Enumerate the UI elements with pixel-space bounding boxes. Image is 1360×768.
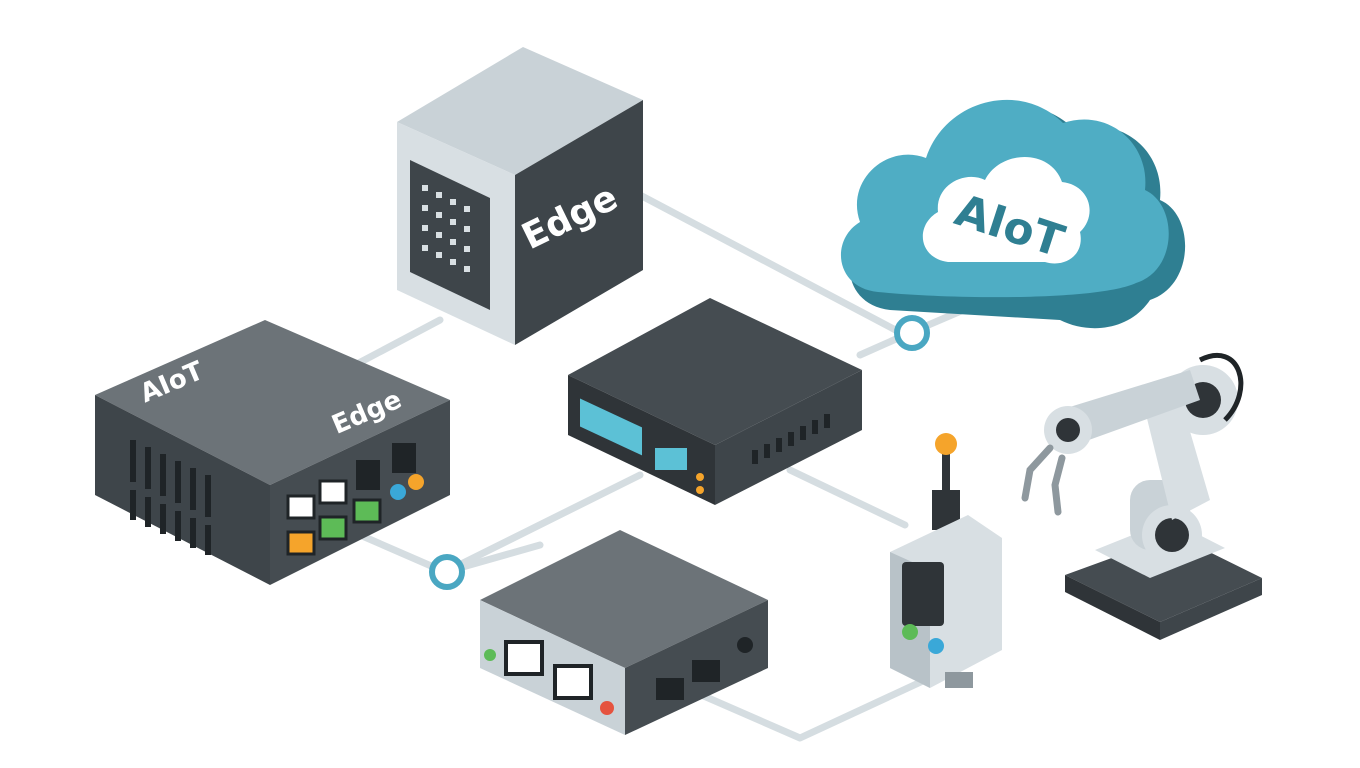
network-switch-icon xyxy=(568,298,862,505)
sfp-port xyxy=(392,443,416,473)
ethernet-port xyxy=(506,642,542,674)
switch-screen xyxy=(655,448,687,470)
ethernet-port xyxy=(288,532,314,554)
link-switch-sensor xyxy=(790,470,905,525)
link-router-sensor xyxy=(690,680,925,738)
sfp-port xyxy=(356,460,380,490)
link-box-server xyxy=(355,320,440,365)
power-jack xyxy=(737,637,753,653)
robot-arm-icon xyxy=(1025,355,1262,640)
ethernet-port xyxy=(656,678,684,700)
ethernet-port xyxy=(692,660,720,682)
status-light-green xyxy=(484,649,496,661)
robot-gripper xyxy=(1025,448,1062,512)
status-light-orange xyxy=(408,474,424,490)
ethernet-port xyxy=(354,500,380,522)
sensor-screen xyxy=(902,562,944,626)
cloud-icon: AIoT xyxy=(841,100,1185,328)
ethernet-port xyxy=(288,496,314,518)
server-icon: Edge xyxy=(397,47,643,345)
link-node-top xyxy=(897,318,927,348)
link-node-bottom xyxy=(432,557,462,587)
status-light-red xyxy=(600,701,614,715)
ethernet-port xyxy=(555,666,591,698)
status-light-orange xyxy=(696,473,704,481)
sensor-icon xyxy=(890,433,1002,688)
status-light-orange xyxy=(696,486,704,494)
ethernet-port xyxy=(320,481,346,503)
edge-box-icon: AIoT Edge xyxy=(95,320,450,585)
sensor-button-green xyxy=(902,624,918,640)
sensor-button-blue xyxy=(928,638,944,654)
antenna-tip xyxy=(935,433,957,455)
ethernet-port xyxy=(320,517,346,539)
status-light-blue xyxy=(390,484,406,500)
